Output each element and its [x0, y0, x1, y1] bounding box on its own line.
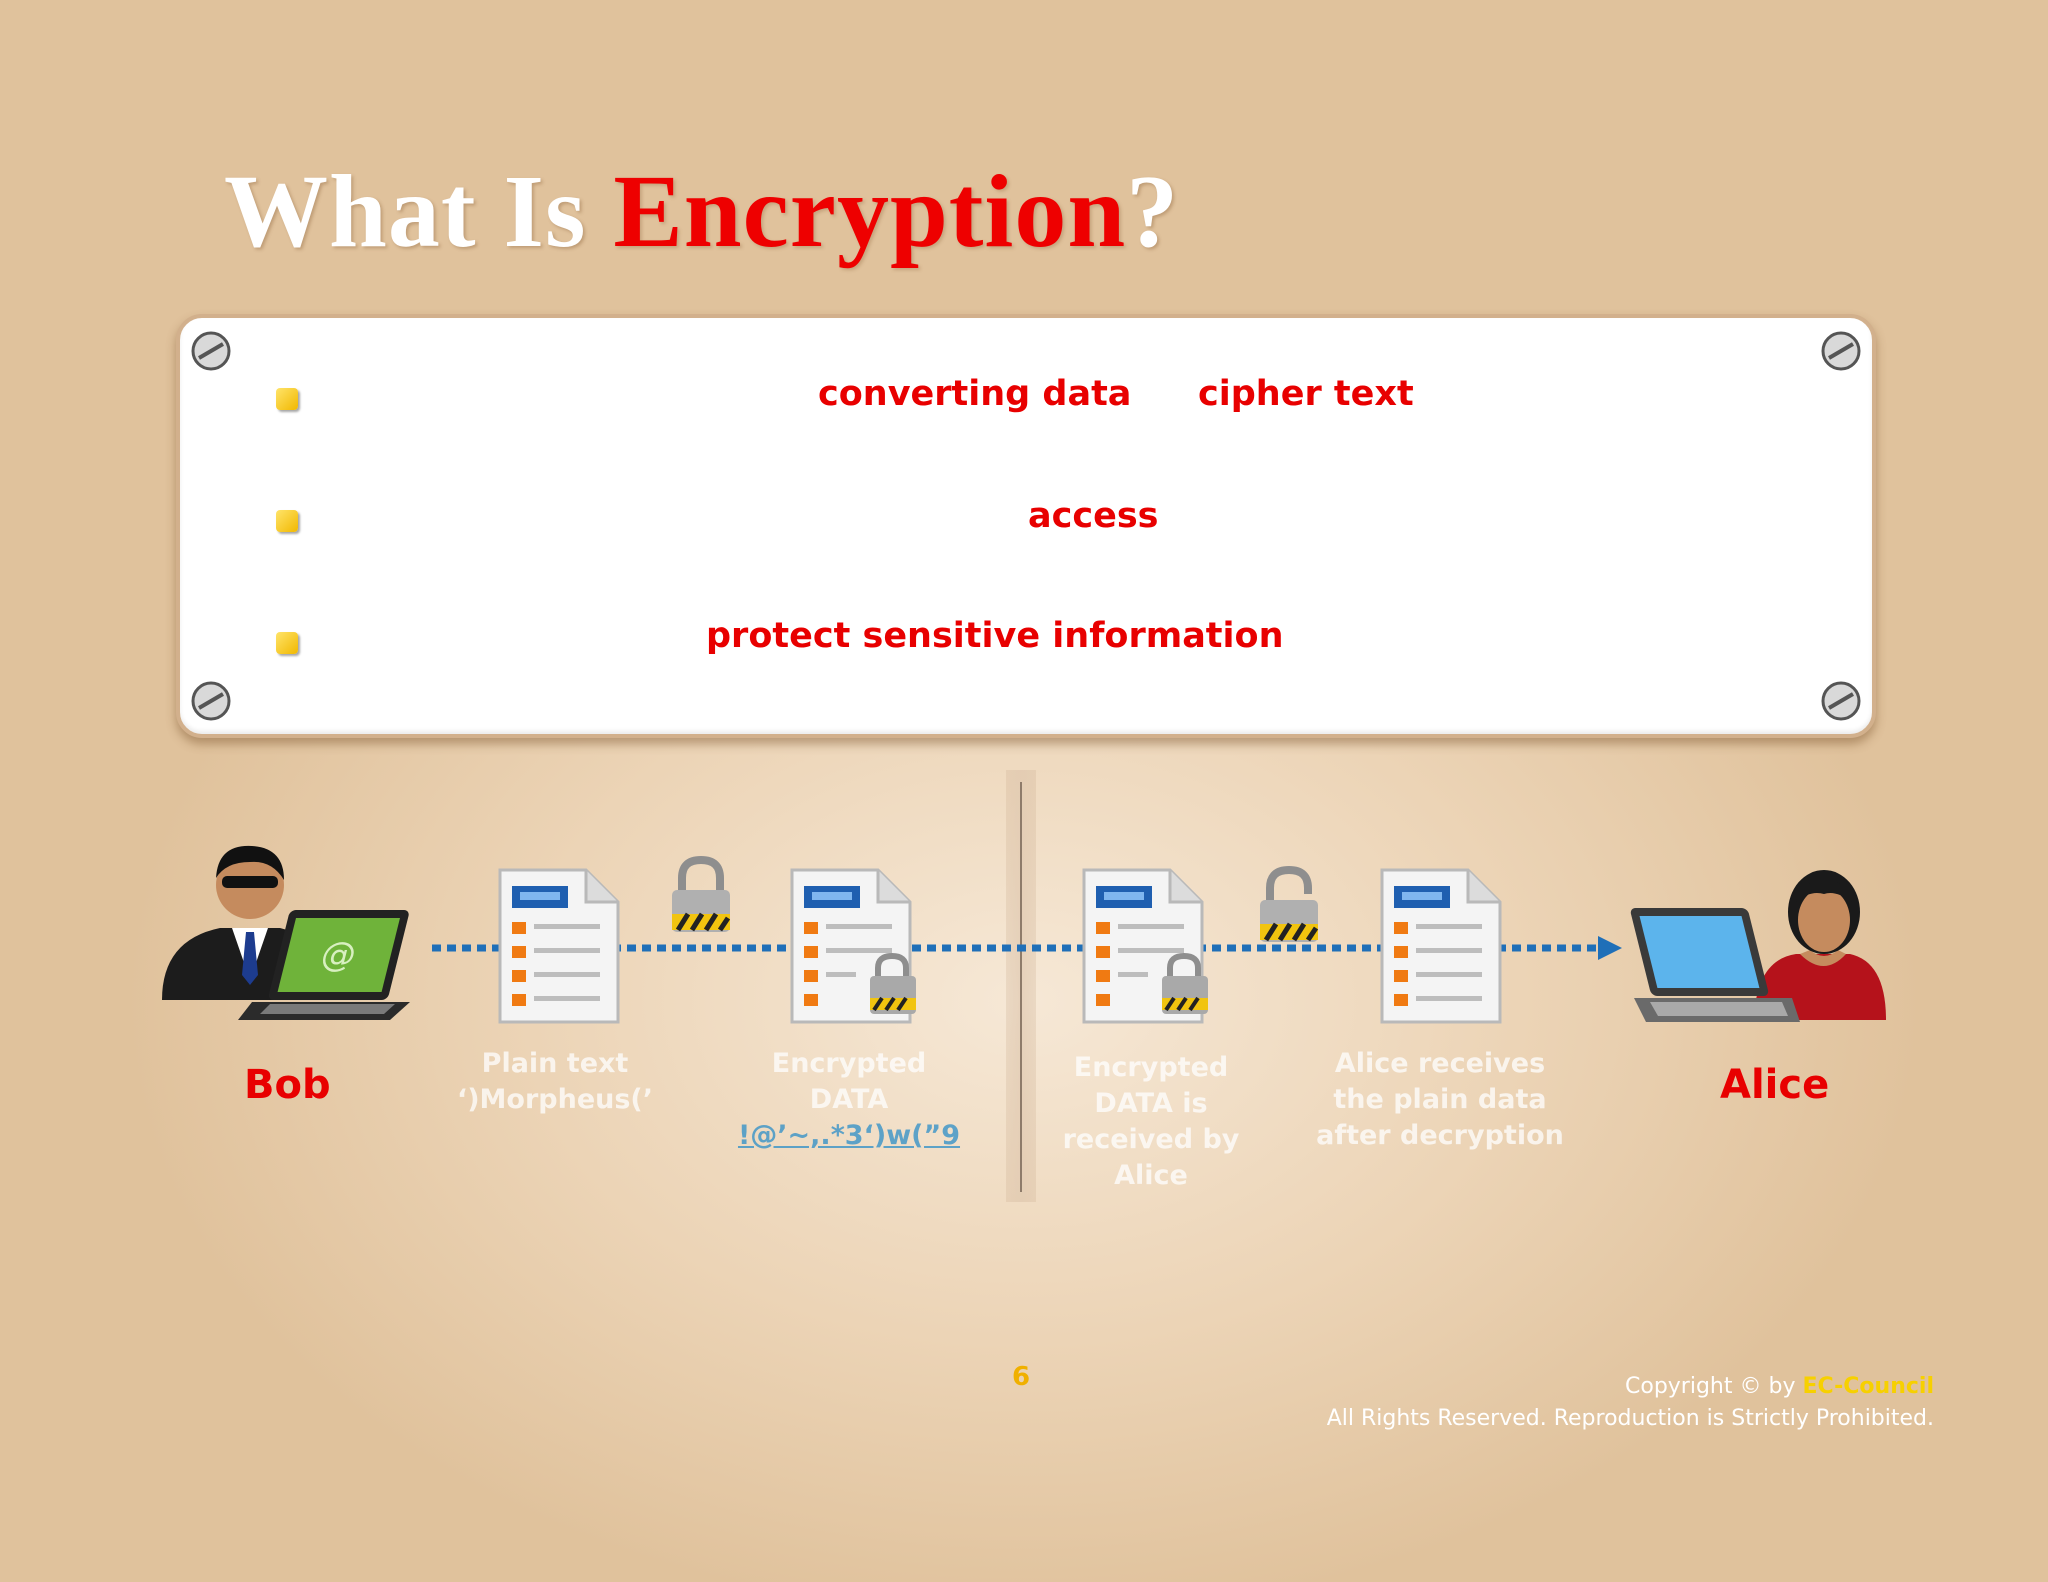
- screw-icon: [191, 331, 231, 371]
- screw-icon: [1821, 681, 1861, 721]
- bullet-icon: [276, 510, 298, 532]
- divider-line: [1006, 770, 1036, 1202]
- encryption-diagram: @: [0, 770, 2048, 1240]
- plaintext-value: ‘)Morpheus(’: [456, 1084, 654, 1115]
- slide-title: What Is Encryption?: [224, 160, 1179, 264]
- padlock-icon: [672, 856, 731, 932]
- title-part-3: ?: [1126, 154, 1180, 269]
- alice-icon: [1630, 870, 1886, 1022]
- page-number: 6: [1012, 1362, 1031, 1392]
- copyright-line: Copyright © by EC-Council: [1625, 1374, 1934, 1399]
- caption-encrypted-data: Encrypted DATA !@’~,.*3‘)w(”9: [734, 1046, 964, 1154]
- caption-received-by-alice: Encrypted DATA is received by Alice: [1062, 1052, 1240, 1191]
- bullet-icon: [276, 388, 298, 410]
- bob-icon: @: [162, 845, 410, 1020]
- caption-plain-text-title: Plain text: [481, 1048, 629, 1079]
- rights-line: All Rights Reserved. Reproduction is Str…: [1326, 1406, 1934, 1431]
- caption-plain-text: Plain text ‘)Morpheus(’: [440, 1046, 670, 1118]
- sender-name: Bob: [244, 1062, 331, 1108]
- bullet-icon: [276, 632, 298, 654]
- screw-icon: [191, 681, 231, 721]
- open-padlock-icon: [1260, 866, 1319, 942]
- keyword-cipher-text: cipher text: [1198, 374, 1414, 414]
- receiver-name: Alice: [1720, 1062, 1830, 1108]
- copyright-prefix: Copyright © by: [1625, 1374, 1803, 1399]
- caption-encrypted-title: Encrypted DATA: [771, 1048, 927, 1115]
- definition-panel: converting data cipher text access prote…: [176, 314, 1876, 738]
- title-part-1: What Is: [224, 154, 614, 269]
- encrypted-document-icon: [790, 868, 916, 1024]
- caption-decryption: Alice receives the plain data after decr…: [1316, 1048, 1564, 1151]
- keyword-protect-sensitive-information: protect sensitive information: [706, 616, 1284, 656]
- keyword-converting-data: converting data: [818, 374, 1132, 414]
- encrypted-document-icon: [1082, 868, 1208, 1024]
- title-keyword: Encryption: [613, 154, 1127, 269]
- document-icon: [498, 868, 620, 1024]
- screw-icon: [1821, 331, 1861, 371]
- keyword-access: access: [1028, 496, 1159, 536]
- brand-name: EC-Council: [1802, 1374, 1934, 1399]
- flow-arrow: [432, 936, 1622, 960]
- document-icon: [1380, 868, 1502, 1024]
- ciphertext-value: !@’~,.*3‘)w(”9: [737, 1120, 961, 1151]
